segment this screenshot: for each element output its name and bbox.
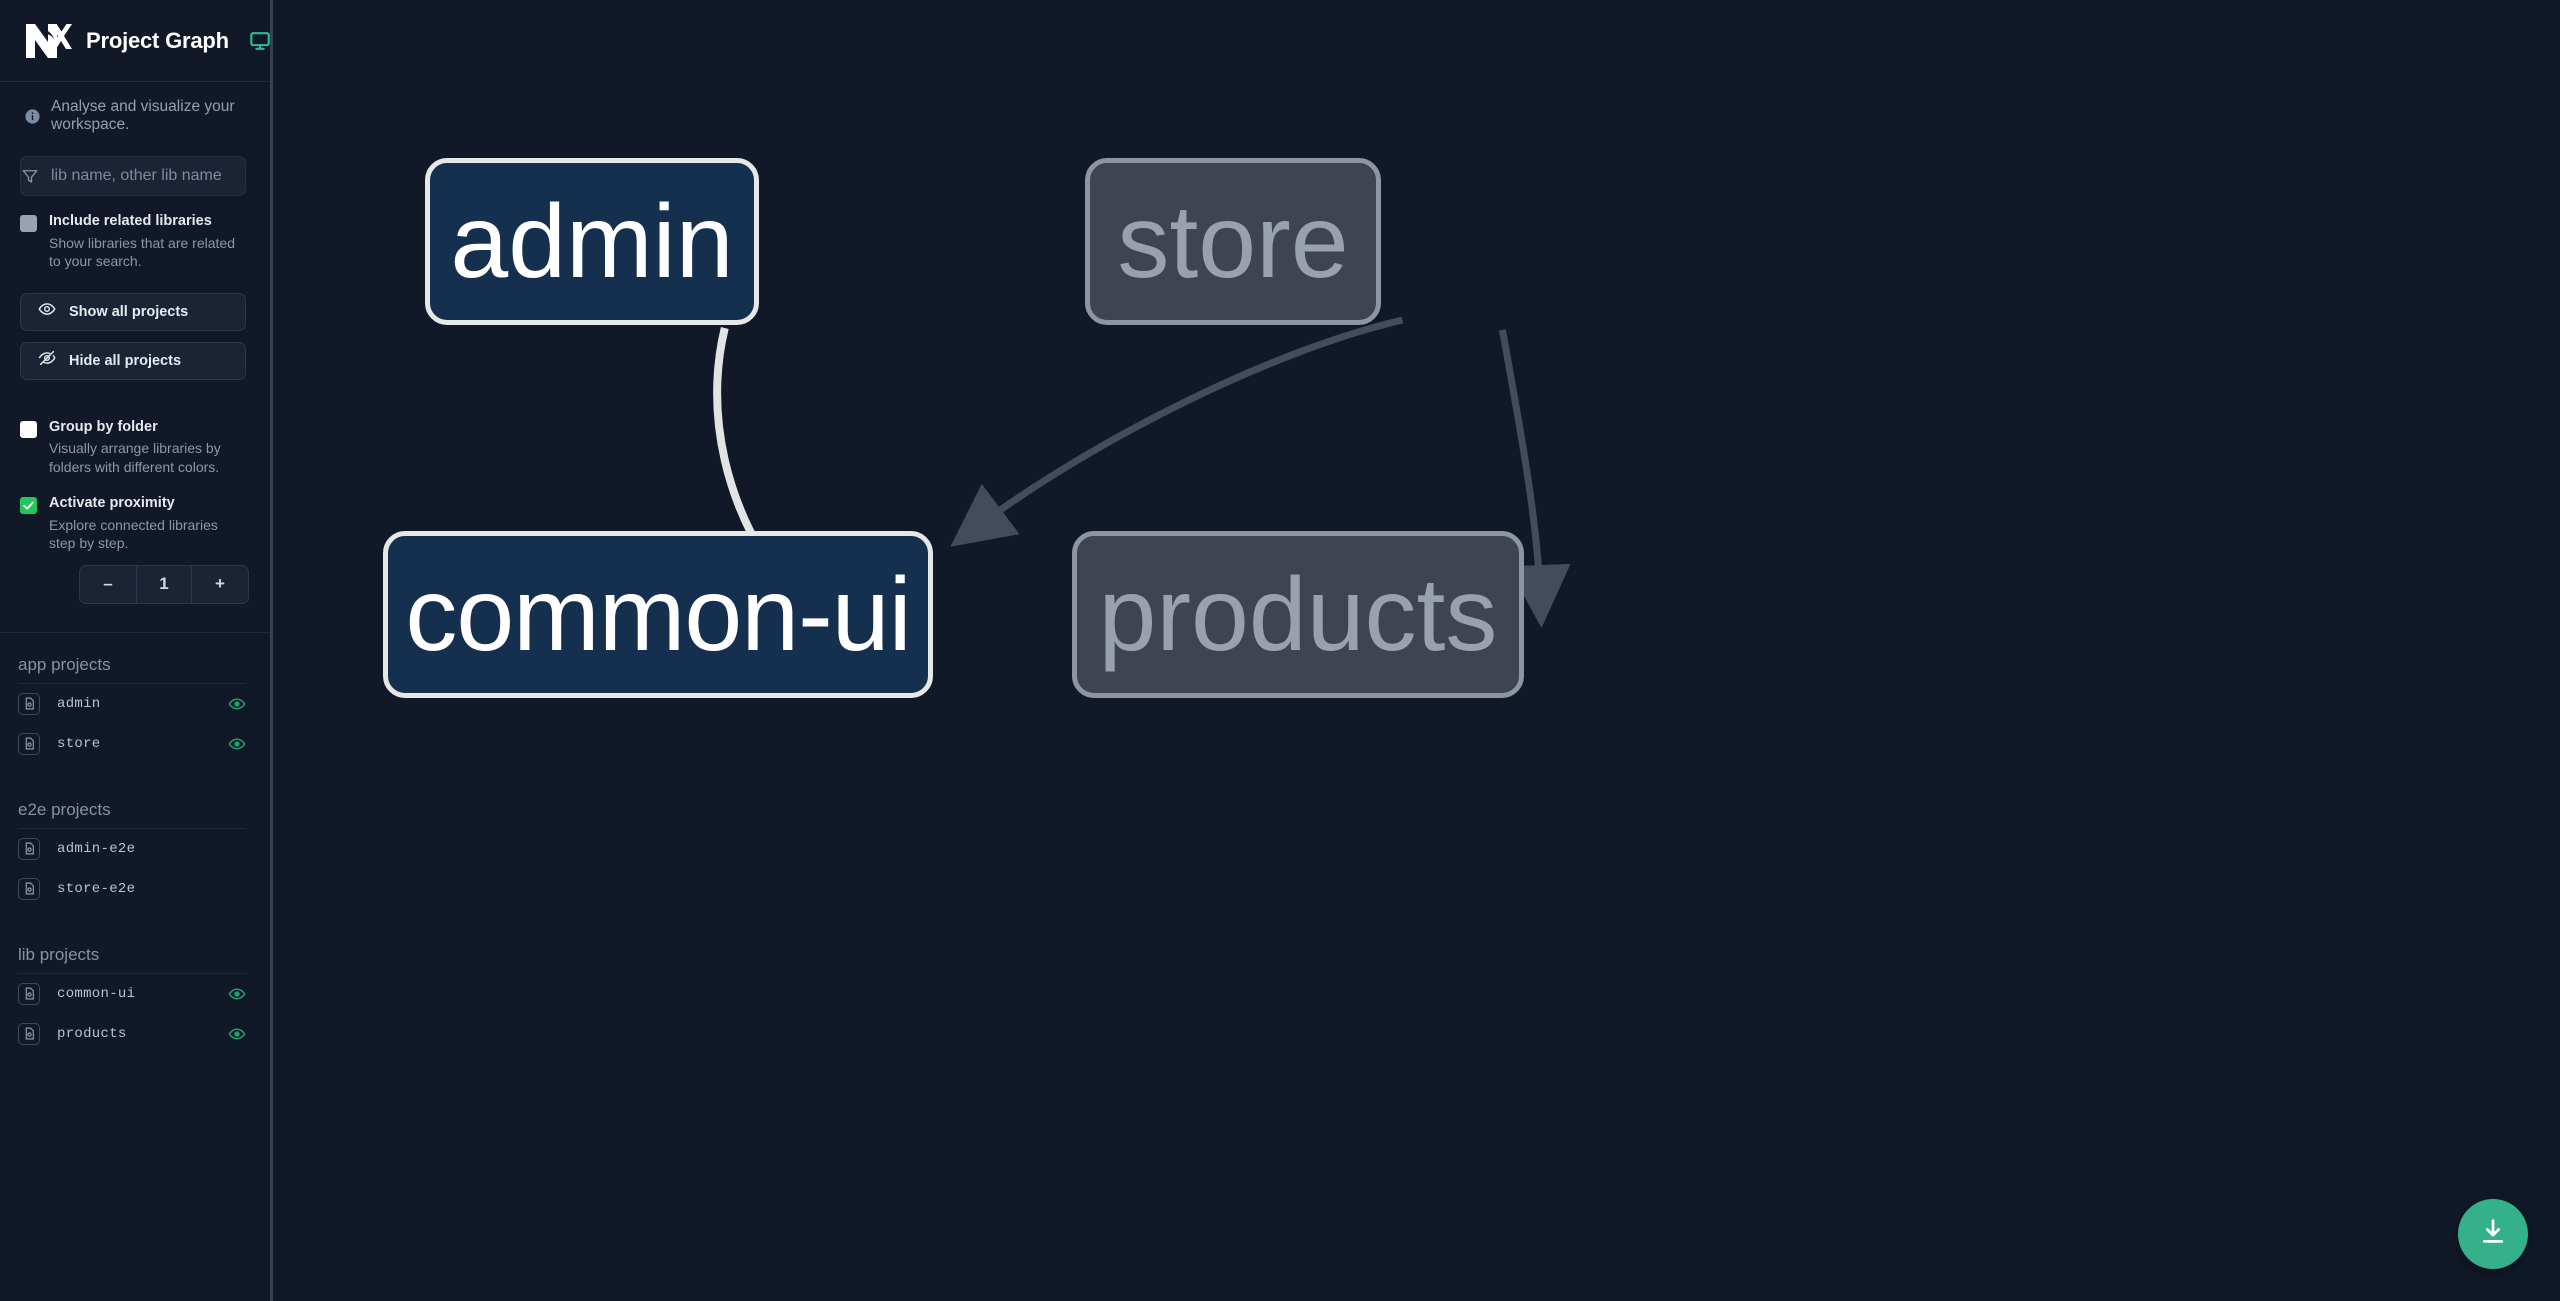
search-input[interactable] <box>39 167 270 185</box>
filter-funnel-icon <box>21 167 39 185</box>
eye-off-icon <box>38 349 56 372</box>
graph-node-label: products <box>1098 556 1498 673</box>
sidebar-header: Project Graph <box>0 0 270 82</box>
download-graph-button[interactable] <box>2458 1199 2528 1269</box>
project-file-icon <box>18 692 40 715</box>
edge-store-to-common-ui <box>950 316 1404 547</box>
search-bar[interactable] <box>20 156 270 196</box>
show-all-projects-label: Show all projects <box>69 303 189 320</box>
project-row-common-ui[interactable]: common-ui <box>0 974 270 1014</box>
project-name: admin-e2e <box>57 840 136 857</box>
project-group-heading: e2e projects <box>18 799 111 819</box>
activate-proximity-label: Activate proximity <box>49 495 175 511</box>
graph-node-label: common-ui <box>405 556 911 673</box>
project-row-store[interactable]: store <box>0 724 270 764</box>
proximity-increase-button[interactable]: + <box>215 574 225 593</box>
project-file-icon <box>18 982 40 1005</box>
include-related-libraries-label: Include related libraries <box>49 213 212 229</box>
nx-logo-icon <box>24 21 72 61</box>
graph-node-common-ui[interactable]: common-ui <box>383 531 933 698</box>
group-rule <box>18 972 246 974</box>
edge-store-to-products <box>1499 329 1571 628</box>
graph-node-admin[interactable]: admin <box>425 158 759 325</box>
show-all-projects-button[interactable]: Show all projects <box>20 292 246 331</box>
page-title: Project Graph <box>86 27 229 53</box>
option-group-by-folder[interactable]: Group by folder Visually arrange librari… <box>0 402 270 477</box>
project-row-admin-e2e[interactable]: admin-e2e <box>0 829 270 869</box>
project-name: store-e2e <box>57 880 136 897</box>
proximity-decrease-button[interactable]: – <box>103 574 113 593</box>
option-activate-proximity[interactable]: Activate proximity Explore connected lib… <box>0 476 270 553</box>
project-group-heading: app projects <box>18 654 111 674</box>
project-group-app: app projects admin store <box>0 633 270 778</box>
graph-node-label: store <box>1117 183 1349 300</box>
graph-node-products[interactable]: products <box>1072 531 1524 698</box>
eye-icon[interactable] <box>228 985 246 1003</box>
project-name: admin <box>57 695 101 712</box>
project-file-icon <box>18 1022 40 1045</box>
group-by-folder-checkbox[interactable] <box>20 420 37 438</box>
graph-canvas[interactable]: admin store common-ui products <box>272 0 2560 1301</box>
proximity-value: 1 <box>136 565 192 603</box>
project-file-icon <box>18 837 40 860</box>
project-file-icon <box>18 732 40 755</box>
include-related-libraries-checkbox[interactable] <box>20 215 37 232</box>
project-name: products <box>57 1025 127 1042</box>
activate-proximity-desc: Explore connected libraries step by step… <box>49 516 218 552</box>
group-by-folder-desc: Visually arrange libraries by folders wi… <box>49 440 221 475</box>
project-file-icon <box>18 877 40 900</box>
project-name: common-ui <box>57 985 136 1002</box>
info-icon <box>24 108 41 125</box>
sidebar-divider <box>0 631 270 633</box>
project-row-products[interactable]: products <box>0 1014 270 1054</box>
project-name: store <box>57 735 101 752</box>
eye-icon[interactable] <box>228 1025 246 1043</box>
project-row-store-e2e[interactable]: store-e2e <box>0 869 270 909</box>
group-rule <box>18 827 246 829</box>
monitor-icon[interactable] <box>249 30 271 52</box>
eye-icon <box>38 300 56 323</box>
include-related-libraries-desc: Show libraries that are related to your … <box>49 234 235 270</box>
group-rule <box>18 682 246 684</box>
project-group-lib: lib projects common-ui products <box>0 923 270 1068</box>
eye-icon[interactable] <box>228 695 246 713</box>
sidebar-tagline: Analyse and visualize your workspace. <box>0 82 270 148</box>
sidebar: Project Graph Analyse and visualize your… <box>0 0 272 1301</box>
proximity-stepper[interactable]: – 1 + <box>79 564 249 604</box>
graph-node-store[interactable]: store <box>1085 158 1381 325</box>
activate-proximity-checkbox[interactable] <box>20 497 37 514</box>
project-row-admin[interactable]: admin <box>0 684 270 724</box>
group-by-folder-label: Group by folder <box>49 418 158 435</box>
graph-node-label: admin <box>450 183 734 300</box>
hide-all-projects-button[interactable]: Hide all projects <box>20 341 246 380</box>
option-include-related-libraries[interactable]: Include related libraries Show libraries… <box>0 196 270 271</box>
hide-all-projects-label: Hide all projects <box>69 352 182 369</box>
project-group-e2e: e2e projects admin-e2e store-e2e <box>0 778 270 923</box>
download-icon <box>2478 1217 2508 1252</box>
eye-icon[interactable] <box>228 735 246 753</box>
project-group-heading: lib projects <box>18 944 100 964</box>
sidebar-tagline-text: Analyse and visualize your workspace. <box>51 98 235 133</box>
